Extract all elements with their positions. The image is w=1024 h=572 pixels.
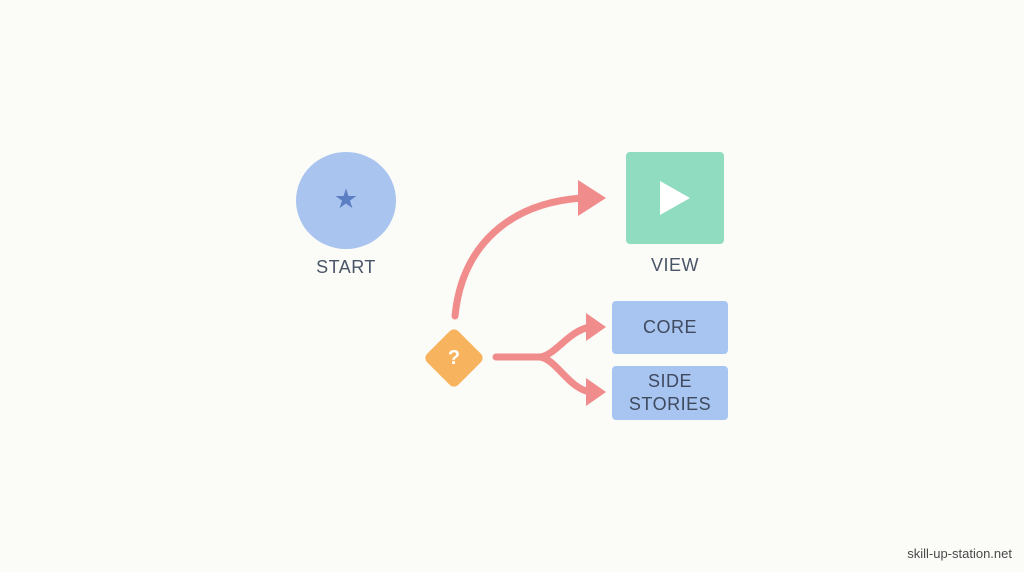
- play-icon: [660, 181, 690, 215]
- core-node: CORE: [612, 301, 728, 354]
- view-label: VIEW: [650, 255, 699, 275]
- side-stories-label-line-2: STORIES: [628, 394, 712, 414]
- side-stories-node: SIDE STORIES: [612, 366, 728, 420]
- arrow-to-view-line: [451, 194, 586, 320]
- core-label: CORE: [642, 317, 697, 337]
- start-node: ★: [296, 152, 396, 249]
- star-icon: ★: [333, 184, 359, 214]
- arrow-to-view-head: [578, 180, 606, 216]
- branch-to-side-head: [586, 378, 606, 406]
- view-node: [626, 152, 724, 244]
- watermark: skill-up-station.net: [907, 546, 1012, 561]
- branch-to-core-head: [586, 313, 606, 341]
- side-stories-label-line-1: SIDE: [647, 371, 692, 391]
- arrow-to-view: [451, 180, 606, 320]
- branch-arrows: [492, 313, 606, 406]
- start-label: START: [316, 257, 376, 277]
- branch-to-side-line: [536, 353, 594, 396]
- branch-to-core-line: [536, 323, 594, 361]
- question-icon: ?: [447, 346, 461, 369]
